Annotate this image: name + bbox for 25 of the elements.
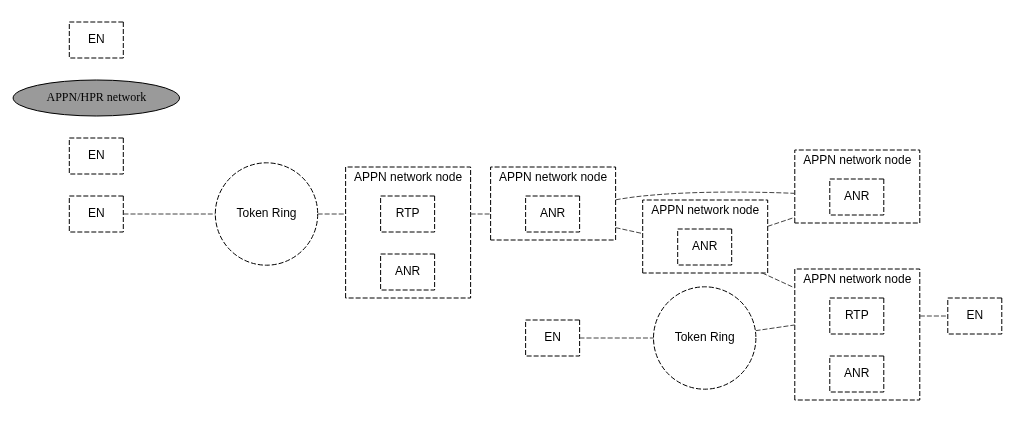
connector [615,191,796,201]
node-box: EN [947,297,1003,335]
node-box: RTP [380,195,436,233]
connector [123,213,216,215]
node-box: EN [525,319,581,357]
node-ellipse: APPN/HPR network [12,79,180,117]
node-box: EN [68,137,124,175]
connector [615,227,644,235]
connector [767,216,796,227]
node-box: RTP [829,297,885,335]
connector [761,272,796,289]
connector [317,213,347,215]
node-box: ANR [829,178,885,216]
node-box: ANR [677,228,733,266]
node-box: ANR [525,195,581,233]
node-box: EN [68,21,124,59]
node-box: EN [68,195,124,233]
connector [470,213,492,215]
node-circle: Token Ring [214,162,319,266]
connector [919,315,948,317]
node-circle: Token Ring [653,286,757,390]
node-box: ANR [829,355,885,393]
connector [579,337,655,339]
node-box: ANR [380,253,436,291]
connector [755,324,796,332]
